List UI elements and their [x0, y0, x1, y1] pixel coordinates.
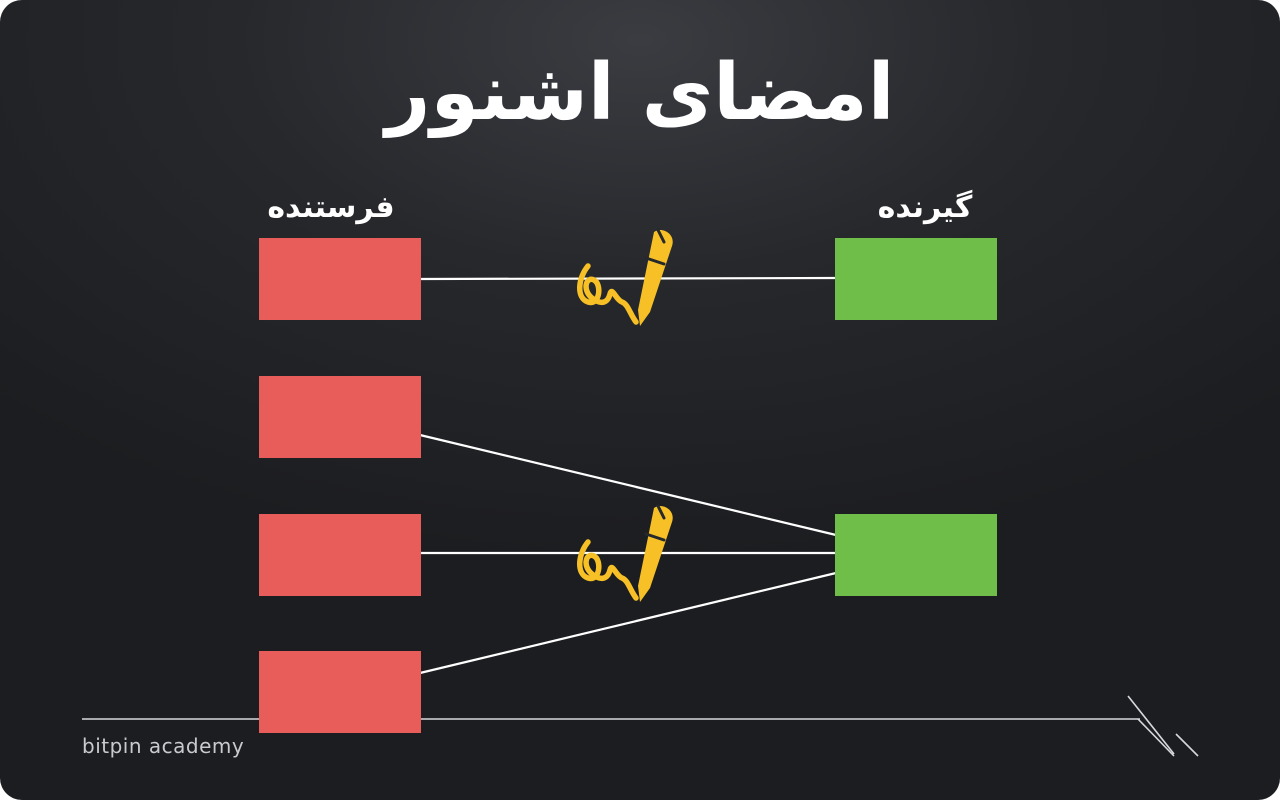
footer-slash	[1137, 718, 1175, 757]
sender-box	[259, 514, 421, 596]
diagram-title: امضای اشنور	[385, 48, 895, 138]
sender-box	[259, 376, 421, 458]
sender-label: فرستنده	[267, 190, 395, 225]
receiver-box	[835, 238, 997, 320]
signature-pen-icon	[577, 504, 673, 602]
footer-slash	[1175, 733, 1199, 757]
receiver-label: گیرنده	[877, 190, 973, 225]
receiver-box	[835, 514, 997, 596]
sender-box	[259, 651, 421, 733]
footer-slash	[1127, 695, 1175, 755]
connection-line	[419, 571, 837, 675]
connection-line	[419, 276, 837, 281]
brand-name: bitpin academy	[82, 734, 245, 758]
connection-line	[419, 433, 837, 537]
signature-pen-icon	[577, 228, 673, 326]
sender-box	[259, 238, 421, 320]
